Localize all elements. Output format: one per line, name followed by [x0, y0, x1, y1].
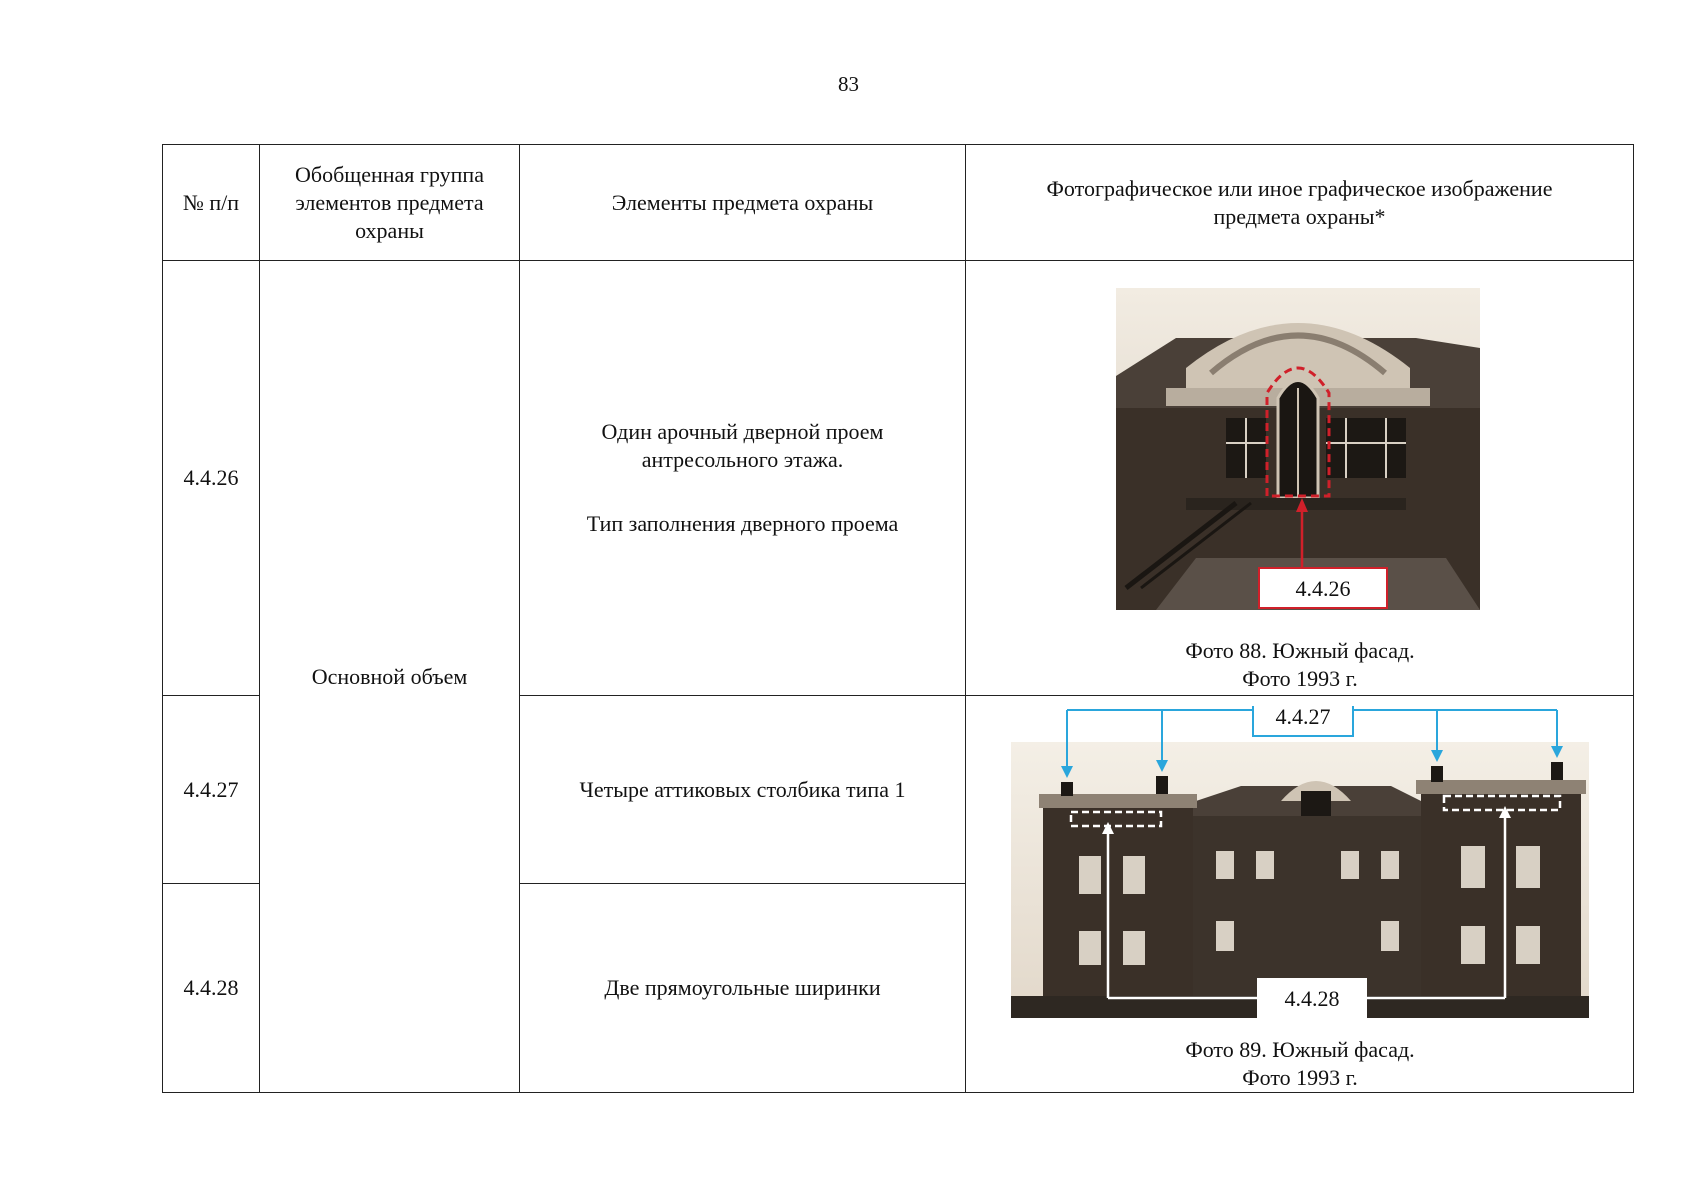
- protection-table: № п/п Обобщенная группа элементов предме…: [162, 144, 1634, 1093]
- element-text-line: Тип заполнения дверного проема: [586, 511, 899, 536]
- caption-line: Фото 88. Южный фасад.: [1185, 638, 1415, 663]
- photo-cell: 4.4.27 4.4.28 Фото 89. Южный фасад. Фото…: [965, 695, 1634, 1093]
- page-number: 83: [838, 72, 859, 96]
- header-row: № п/п Обобщенная группа элементов предме…: [162, 144, 1634, 261]
- photo-89: 4.4.27 4.4.28: [1011, 706, 1589, 1018]
- element-description: Две прямоугольные ширинки: [519, 883, 966, 1093]
- table-row: 4.4.26 Основной объем Один арочный дверн…: [162, 260, 1634, 1093]
- header-elements: Элементы предмета охраны: [519, 144, 966, 261]
- element-description: Один арочный дверной проем антресольного…: [519, 260, 966, 696]
- group-cell: Основной объем: [259, 260, 520, 1093]
- photo-cell: 4.4.26 Фото 88. Южный фасад. Фото 1993 г…: [965, 260, 1634, 696]
- row-number: 4.4.27: [162, 694, 260, 885]
- caption-line: Фото 1993 г.: [1242, 1065, 1358, 1090]
- photo-88-label: 4.4.26: [1296, 576, 1351, 601]
- header-photo: Фотографическое или иное графическое изо…: [965, 144, 1634, 261]
- photo-88-caption: Фото 88. Южный фасад. Фото 1993 г.: [966, 637, 1634, 693]
- photo-88: 4.4.26: [1116, 288, 1480, 610]
- header-num: № п/п: [162, 144, 260, 261]
- caption-line: Фото 89. Южный фасад.: [1185, 1037, 1415, 1062]
- row-number: 4.4.26: [162, 260, 260, 696]
- table-row: 4.4.27 Четыре аттиковых столбика типа 1: [162, 694, 1634, 1093]
- element-description: Четыре аттиковых столбика типа 1: [519, 694, 966, 885]
- photo-89-label-top: 4.4.27: [1276, 706, 1331, 729]
- header-group: Обобщенная группа элементов предмета охр…: [259, 144, 520, 261]
- row-number: 4.4.28: [162, 883, 260, 1093]
- element-text-line: Один арочный дверной проем антресольного…: [601, 419, 884, 472]
- table-row: 4.4.28 Две прямоугольные ширинки: [162, 883, 1634, 1093]
- photo-89-caption: Фото 89. Южный фасад. Фото 1993 г.: [966, 1036, 1634, 1092]
- caption-line: Фото 1993 г.: [1242, 666, 1358, 691]
- photo-89-label-bottom: 4.4.28: [1285, 986, 1340, 1011]
